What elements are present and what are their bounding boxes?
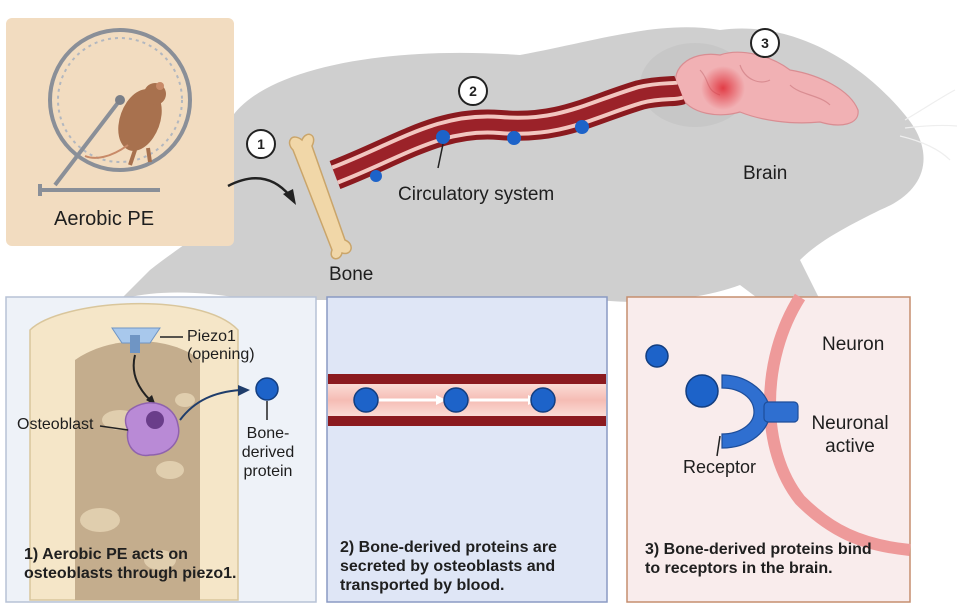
- bound-protein-dot: [685, 374, 719, 408]
- panel-3-bg: [626, 296, 911, 603]
- protein-dot: [370, 170, 382, 182]
- bone-label: Bone: [329, 264, 374, 285]
- free-protein-dot: [645, 344, 669, 368]
- protein-label-line2: derived: [241, 444, 295, 461]
- blood-vessel: [329, 75, 686, 189]
- neuron-membrane: [764, 293, 911, 556]
- receptor-icon: [721, 374, 799, 449]
- brain-illustration: [674, 51, 859, 126]
- panel-2-caption-line2: secreted by osteoblasts and: [340, 558, 556, 575]
- bone-illustration: [288, 133, 352, 260]
- bone-protein-dot: [255, 377, 279, 401]
- step-number-2: 2: [458, 76, 488, 106]
- protein-label-line1: Bone-: [246, 425, 290, 442]
- circulation-label: Circulatory system: [398, 184, 555, 205]
- brain-label: Brain: [743, 163, 788, 184]
- panel-2-caption-line1: 2) Bone-derived proteins are: [340, 539, 557, 556]
- neuron-label: Neuron: [822, 334, 885, 355]
- exercise-label: Aerobic PE: [54, 208, 155, 230]
- piezo1-state-label: (opening): [187, 346, 255, 363]
- receptor-label: Receptor: [683, 457, 757, 477]
- osteoblast-label: Osteoblast: [17, 416, 94, 433]
- neuronal-active-line2: active: [825, 436, 875, 457]
- osteoblast-cell: [99, 402, 180, 457]
- piezo1-channel: [111, 327, 183, 353]
- mouse-body: [120, 27, 924, 302]
- protein-dot: [443, 387, 469, 413]
- mouse-runner-icon: [84, 82, 166, 166]
- protein-label-line3: protein: [243, 463, 293, 480]
- step-number-3: 3: [750, 28, 780, 58]
- piezo1-label: Piezo1: [187, 328, 236, 345]
- protein-dot: [353, 387, 379, 413]
- protein-dot: [575, 120, 589, 134]
- panel-1-caption-line1: 1) Aerobic PE acts on: [24, 546, 188, 563]
- arrow-to-bone: [227, 177, 291, 197]
- panel-3-caption-line1: 3) Bone-derived proteins bind: [645, 541, 872, 558]
- panel-3-caption-line2: to receptors in the brain.: [645, 560, 833, 577]
- panel-2-caption-line3: transported by blood.: [340, 577, 505, 594]
- whiskers: [899, 89, 957, 161]
- protein-dot: [436, 130, 450, 144]
- panel-1-caption-line2: osteoblasts through piezo1.: [24, 565, 237, 582]
- panel-2-bg: [326, 296, 608, 603]
- protein-dot: [507, 131, 521, 145]
- protein-dot: [530, 387, 556, 413]
- neuronal-active-line1: Neuronal: [811, 413, 889, 434]
- running-wheel-icon: [38, 28, 192, 196]
- step-number-1: 1: [246, 129, 276, 159]
